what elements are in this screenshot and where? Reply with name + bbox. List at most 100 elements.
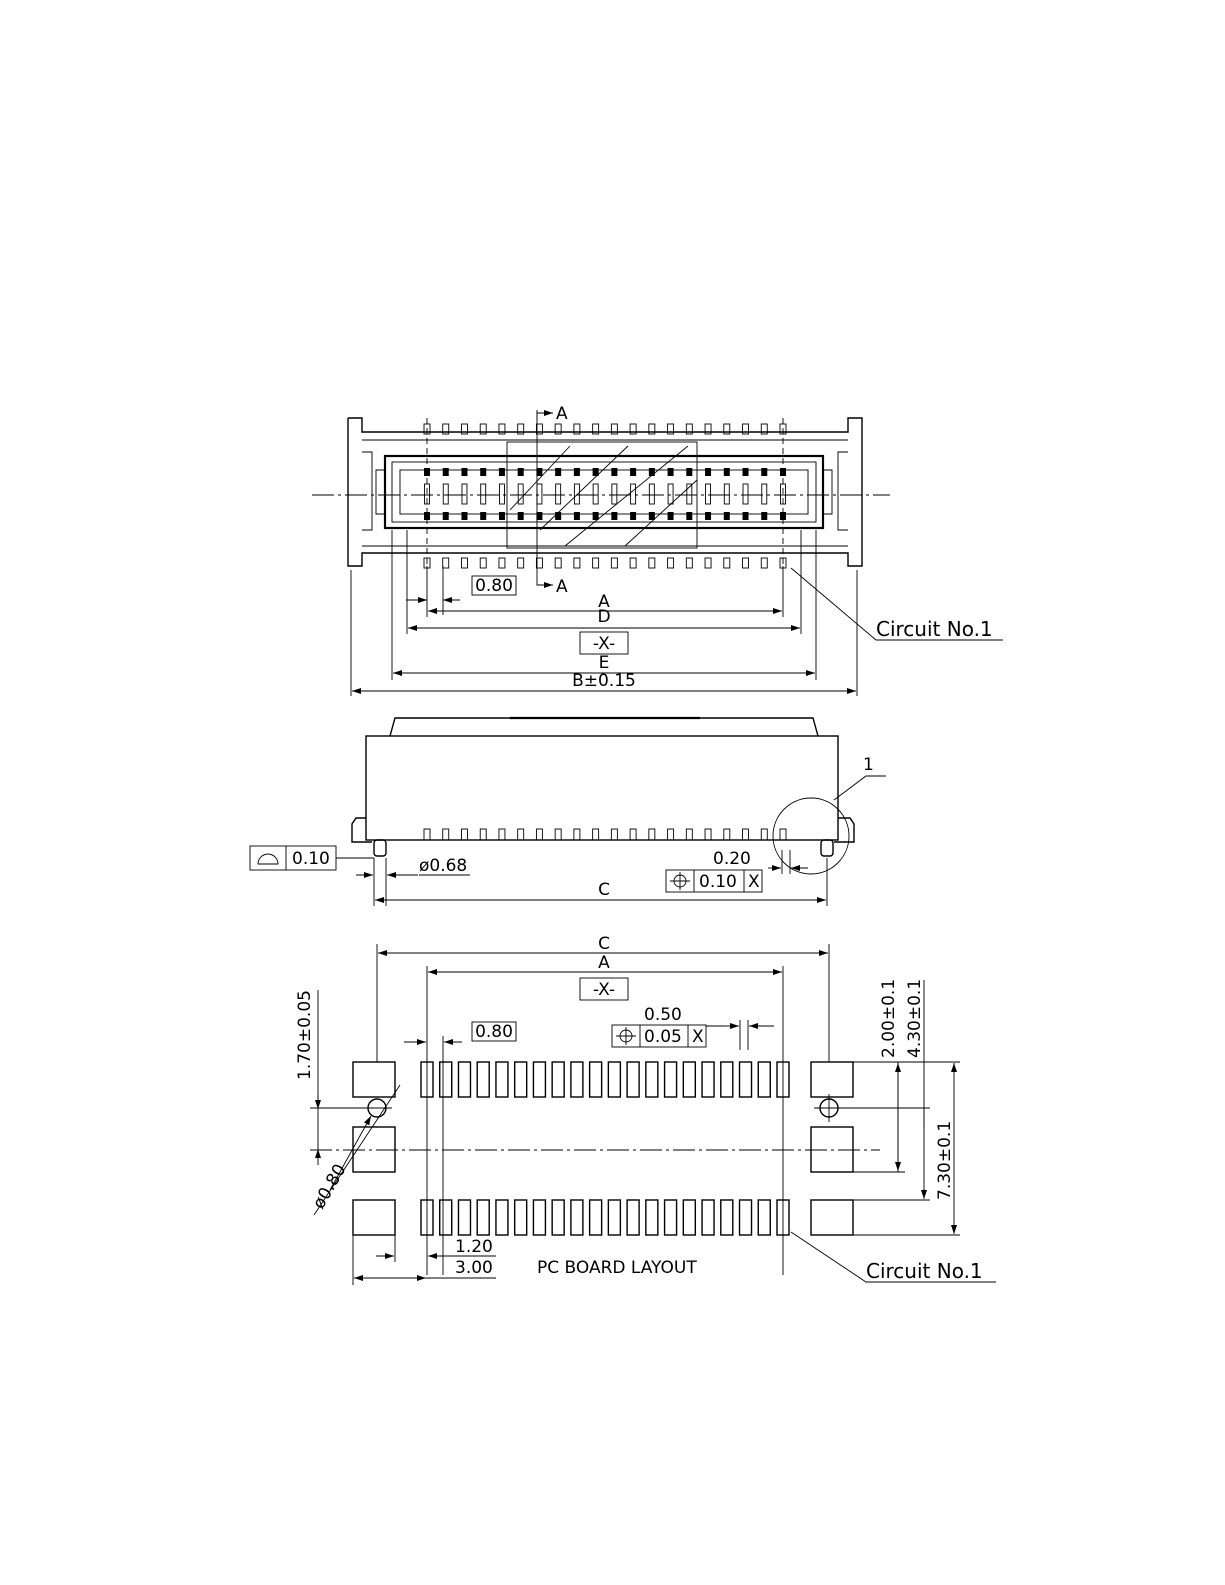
pad-top: [477, 1062, 489, 1097]
pad-bottom: [515, 1200, 527, 1235]
pad-bottom: [590, 1200, 602, 1235]
section-label-top: A: [556, 404, 568, 424]
board-peg-left: [374, 840, 386, 856]
side-contact: [743, 829, 749, 840]
contact-row-upper: [630, 468, 636, 476]
position-tolerance-frame-side: 0.10 X: [666, 870, 762, 892]
side-contact: [443, 829, 449, 840]
side-contact: [536, 829, 542, 840]
pad-top: [552, 1062, 564, 1097]
pad-bottom: [702, 1200, 714, 1235]
mounting-pads: [353, 1062, 853, 1235]
contact-row-upper: [480, 468, 486, 476]
dim-430-label: 4.30±0.1: [905, 979, 925, 1058]
profile-of-surface-icon: [258, 854, 278, 864]
side-contact: [518, 829, 524, 840]
side-contact: [780, 829, 786, 840]
position-value-pcb: 0.05: [644, 1027, 682, 1047]
pad-bottom: [740, 1200, 752, 1235]
dim-d-label-top: D: [597, 607, 610, 627]
dim-c-label-side: C: [598, 880, 610, 900]
contact-row-lower: [743, 512, 749, 520]
pad-row-top: [421, 1062, 789, 1097]
contact-row-lower: [499, 512, 505, 520]
contact-tail-bottom: [555, 558, 561, 568]
pcb-layout-title: PC BOARD LAYOUT: [537, 1258, 697, 1278]
pad-bottom: [571, 1200, 583, 1235]
contact-slot: [649, 484, 654, 504]
pad-top: [571, 1062, 583, 1097]
pad-top: [646, 1062, 658, 1097]
pcb-layout-view: C A -X- 0.50 0.05 X: [295, 934, 996, 1285]
contact-tail-bottom: [480, 558, 486, 568]
contact-tail-bottom: [630, 558, 636, 568]
dim-050-label: 0.50: [644, 1005, 682, 1025]
contact-tail-bottom: [724, 558, 730, 568]
contact-row-lower: [686, 512, 692, 520]
contact-slot: [631, 484, 636, 504]
contact-row-lower: [480, 512, 486, 520]
dim-b-label-top: B±0.15: [572, 671, 636, 691]
contact-tail-bottom: [574, 558, 580, 568]
circuit-label-pcb: Circuit No.1: [866, 1259, 983, 1283]
dim-020-label: 0.20: [713, 849, 751, 869]
section-label-bottom: A: [556, 577, 568, 597]
detail-ref-label: 1: [863, 755, 874, 775]
contact-row-lower: [630, 512, 636, 520]
side-contact: [555, 829, 561, 840]
pad-bottom: [758, 1200, 770, 1235]
housing-outline: [348, 418, 862, 566]
contact-tail-bottom: [705, 558, 711, 568]
section-mark-bottom: A: [537, 575, 568, 597]
contact-slot: [537, 484, 542, 504]
pad-row-bottom: [421, 1200, 789, 1235]
pad-bottom: [721, 1200, 733, 1235]
pad-top: [627, 1062, 639, 1097]
contact-row-lower: [611, 512, 617, 520]
pad-top: [758, 1062, 770, 1097]
contact-slot: [593, 484, 598, 504]
pad-bottom: [477, 1200, 489, 1235]
pad-top: [683, 1062, 695, 1097]
pitch-value-pcb: 0.80: [475, 1022, 513, 1042]
true-position-icon: [670, 872, 690, 890]
side-contact: [761, 829, 767, 840]
pad-bottom: [533, 1200, 545, 1235]
dim-e-label-top: E: [599, 653, 610, 673]
contact-row-lower: [705, 512, 711, 520]
contact-tail-bottom: [761, 558, 767, 568]
pad-bottom: [458, 1200, 470, 1235]
contact-slot: [668, 484, 673, 504]
contact-slot: [612, 484, 617, 504]
contact-tail-bottom: [443, 558, 449, 568]
pad-top: [665, 1062, 677, 1097]
contact-row-upper: [461, 468, 467, 476]
contact-row-lower: [424, 512, 430, 520]
pad-top: [440, 1062, 452, 1097]
contact-slot: [762, 484, 767, 504]
contact-row-upper: [443, 468, 449, 476]
pad-bottom: [665, 1200, 677, 1235]
contact-slot: [743, 484, 748, 504]
position-datum-pcb: X: [692, 1027, 704, 1047]
contact-row-lower: [461, 512, 467, 520]
true-position-icon: [616, 1027, 636, 1045]
hole-diameter-label: ø0.80: [309, 1161, 350, 1213]
pad-bottom: [496, 1200, 508, 1235]
dim-300-label: 3.00: [455, 1258, 493, 1278]
contact-row-upper: [724, 468, 730, 476]
contact-tail-bottom: [611, 558, 617, 568]
contact-slot: [724, 484, 729, 504]
pad-bottom: [683, 1200, 695, 1235]
contact-tail-bottom: [668, 558, 674, 568]
side-contact: [480, 829, 486, 840]
side-body: [366, 736, 838, 840]
pad-bottom: [646, 1200, 658, 1235]
pitch-value-top: 0.80: [475, 576, 513, 596]
datum-label-top: -X-: [593, 634, 615, 654]
contact-row-upper: [761, 468, 767, 476]
side-contact: [705, 829, 711, 840]
contact-row-upper: [536, 468, 542, 476]
side-contact: [499, 829, 505, 840]
